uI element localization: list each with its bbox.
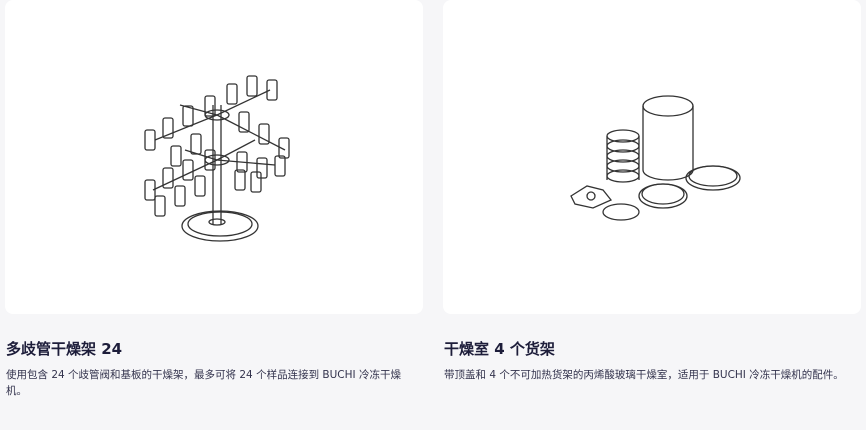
product-image[interactable] <box>5 0 423 314</box>
product-card-drying-chamber[interactable]: 干燥室 4 个货架 带顶盖和 4 个不可加热货架的丙烯酸玻璃干燥室，适用于 BU… <box>443 0 861 383</box>
product-image[interactable] <box>443 0 861 314</box>
drying-chamber-illustration <box>570 95 741 221</box>
manifold-drying-rack-illustration <box>144 75 290 242</box>
product-title[interactable]: 干燥室 4 个货架 <box>444 340 555 358</box>
product-title[interactable]: 多歧管干燥架 24 <box>6 340 123 358</box>
product-description: 使用包含 24 个歧管阀和基板的干燥架，最多可将 24 个样品连接到 BUCHI… <box>6 369 401 397</box>
product-description: 带顶盖和 4 个不可加热货架的丙烯酸玻璃干燥室，适用于 BUCHI 冷冻干燥机的… <box>444 369 844 381</box>
product-card-manifold-rack[interactable]: 多歧管干燥架 24 使用包含 24 个歧管阀和基板的干燥架，最多可将 24 个样… <box>5 0 423 399</box>
